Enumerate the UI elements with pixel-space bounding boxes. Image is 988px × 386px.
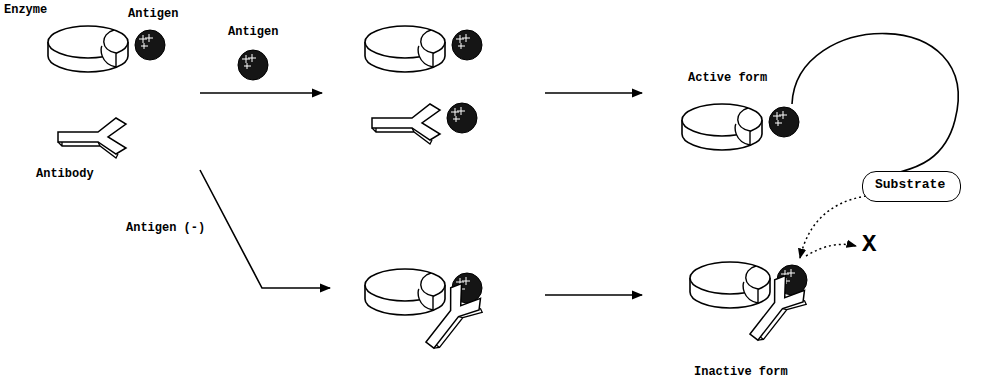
state-label: Inactive form [694,366,788,379]
reaction-arrow [545,92,642,94]
reaction-curve [792,34,958,172]
antibody-symbol [58,118,126,158]
state-label: Active form [688,72,767,85]
enzyme-antigen-conjugate [365,26,482,72]
inhibited-conjugate [365,269,488,358]
enzyme-antigen-conjugate [48,26,165,72]
antibody-antigen-complex [372,103,477,144]
dotted-arrow [806,244,856,256]
inactive-conjugate [690,262,812,350]
condition-label: Antigen (-) [126,222,205,235]
part-label: Enzyme [4,4,47,17]
substrate-box: Substrate [862,171,961,202]
dotted-arrow [800,196,866,258]
reaction-arrow [545,294,642,296]
antigen-symbol [238,50,268,80]
node-text: Substrate [875,178,948,192]
active-conjugate [682,104,799,150]
reagent-label: Antigen [228,26,278,39]
reaction-arrow [200,170,330,288]
blocked-mark: X [862,232,876,258]
part-label: Antigen [128,8,178,21]
reaction-arrow [200,92,322,94]
part-label: Antibody [36,168,94,181]
